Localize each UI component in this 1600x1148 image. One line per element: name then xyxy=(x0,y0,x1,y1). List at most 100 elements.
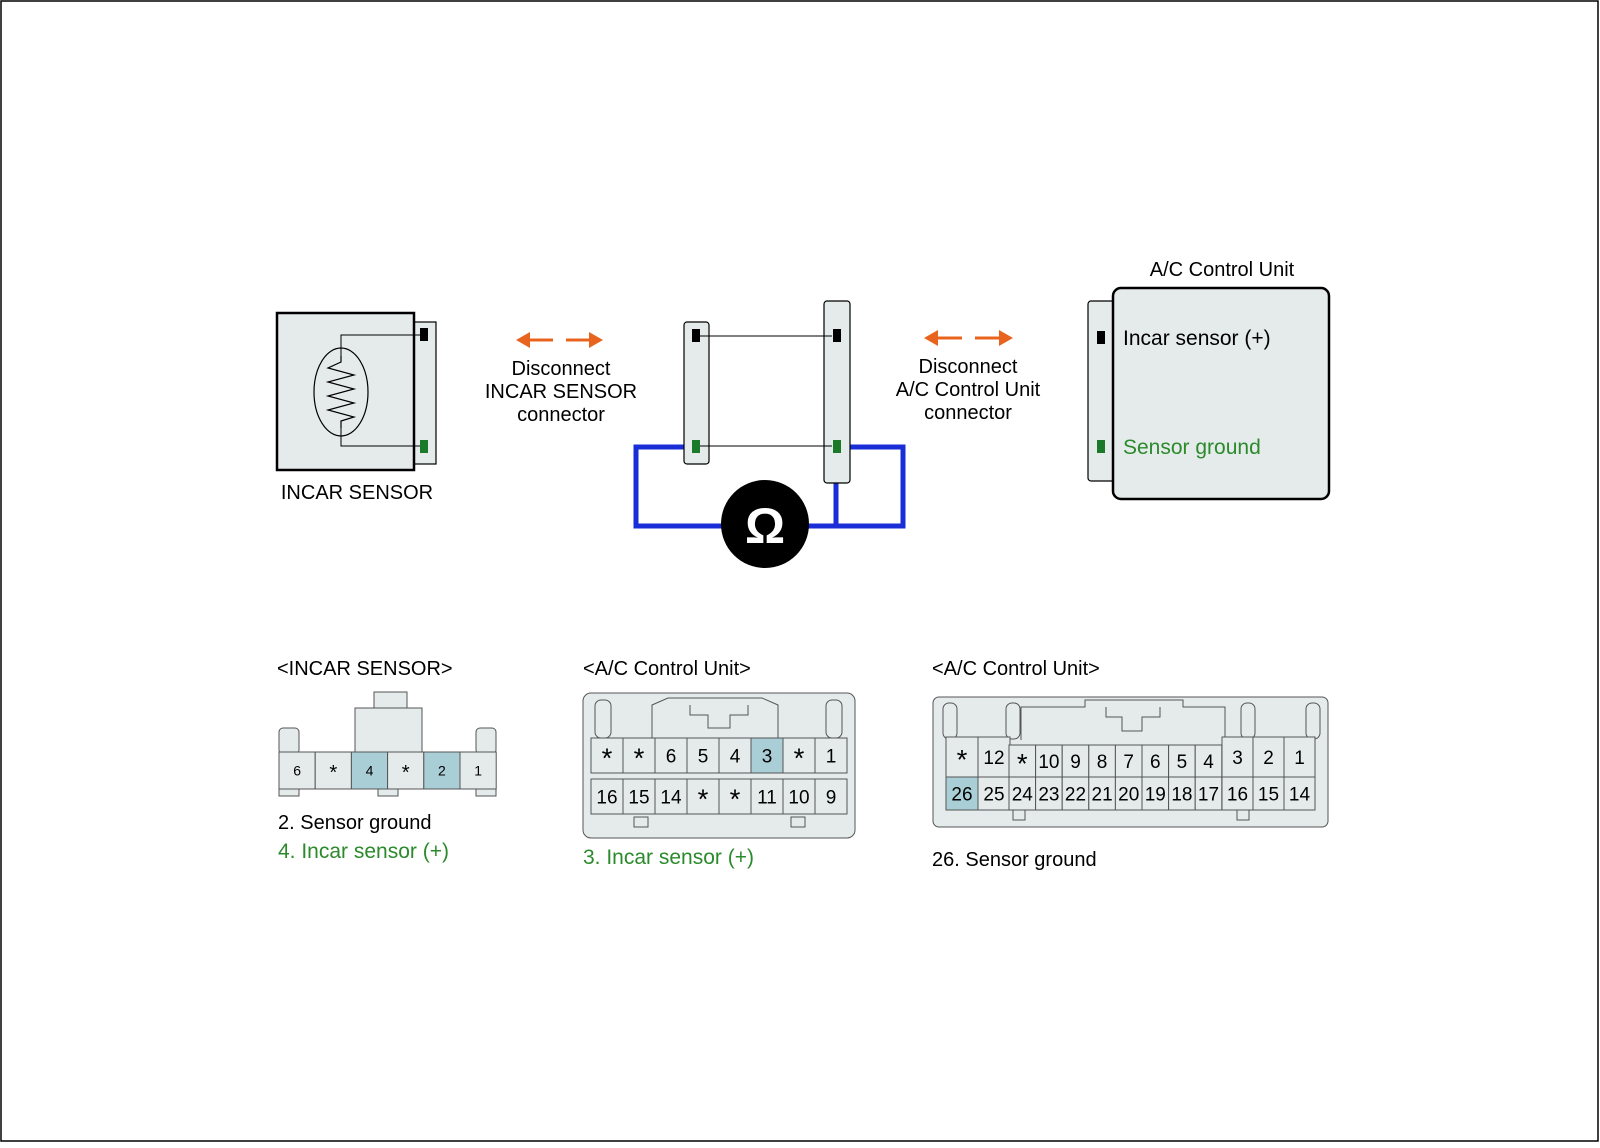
connector-top-block xyxy=(354,707,423,755)
pin-cell xyxy=(977,776,1011,811)
acu-pin-positive-label: Incar sensor (+) xyxy=(1123,327,1271,350)
acu-large-connector-title: <A/C Control Unit> xyxy=(932,658,1100,680)
pin-cell xyxy=(1194,744,1223,778)
ohm-symbol: Ω xyxy=(745,498,785,554)
pin-cell xyxy=(1252,736,1285,778)
housing-foot xyxy=(1012,809,1026,821)
pin-number: 1 xyxy=(826,746,837,767)
pin-number: 15 xyxy=(628,787,649,808)
pin-cell xyxy=(686,737,720,774)
housing-key xyxy=(1020,699,1226,740)
pin-cell xyxy=(945,736,979,778)
disconnect-acu-arrows xyxy=(924,330,1013,346)
pin-number: 4 xyxy=(366,763,374,779)
connector-left-latch xyxy=(278,727,300,755)
housing-slot xyxy=(1305,702,1321,740)
pin-cell xyxy=(782,737,816,774)
pin-number: 5 xyxy=(1177,752,1188,773)
housing-slot xyxy=(1005,702,1021,740)
harness-right-pin-green xyxy=(833,440,841,453)
pin-cell xyxy=(718,737,752,774)
housing-slot xyxy=(942,702,958,740)
pin-number: 19 xyxy=(1145,784,1166,805)
pin-number: 25 xyxy=(983,784,1004,805)
pin-number: 7 xyxy=(1123,752,1134,773)
disconnect-acu-line2: A/C Control Unit xyxy=(896,379,1041,401)
incar-note-ground: 2. Sensor ground xyxy=(278,812,431,834)
pin-number: 17 xyxy=(1198,784,1219,805)
pin-number: 6 xyxy=(293,763,301,779)
pin-cell xyxy=(814,778,848,815)
pin-cell xyxy=(1252,776,1285,811)
pin-number: * xyxy=(698,783,709,814)
resistor-zigzag-icon xyxy=(325,356,357,428)
connector-right-latch xyxy=(475,727,497,755)
connector-top-tab xyxy=(373,691,408,711)
housing-key xyxy=(651,697,779,738)
disconnect-acu-line3: connector xyxy=(924,402,1012,424)
acu-unit: A/C Control Unit Incar sensor (+) Sensor… xyxy=(1087,259,1331,501)
pin-number: * xyxy=(329,762,337,784)
pin-cell xyxy=(387,751,425,790)
pin-cell xyxy=(622,737,656,774)
pin-number: * xyxy=(402,762,410,784)
disconnect-sensor-line1: Disconnect xyxy=(512,358,611,380)
acu-title: A/C Control Unit xyxy=(1150,259,1295,281)
pin-number: 21 xyxy=(1092,784,1113,805)
pin-number: * xyxy=(634,742,645,773)
incar-pin-green xyxy=(420,440,428,453)
incar-connector-title: <INCAR SENSOR> xyxy=(277,658,453,680)
disconnect-acu-line1: Disconnect xyxy=(919,356,1018,378)
pin-cell xyxy=(590,737,624,774)
pin-number: 20 xyxy=(1118,784,1139,805)
pin-number: 6 xyxy=(666,746,677,767)
disconnect-sensor-line2: INCAR SENSOR xyxy=(485,381,637,403)
incar-sensor-unit: INCAR SENSOR xyxy=(275,311,437,504)
pin-cell xyxy=(1114,744,1143,778)
housing-key-notch xyxy=(1105,707,1161,732)
arrow-left-icon xyxy=(516,332,530,348)
pin-number: 24 xyxy=(1012,784,1034,805)
pin-cell xyxy=(945,776,979,811)
ohmmeter-icon xyxy=(721,480,809,568)
acu-body xyxy=(1111,286,1331,501)
pin-number: 11 xyxy=(757,787,777,808)
pin-number: 3 xyxy=(762,746,773,767)
housing-key-notch xyxy=(689,705,749,729)
pin-cell xyxy=(750,778,784,815)
acu-pin-green xyxy=(1097,440,1105,453)
pin-cell xyxy=(622,778,656,815)
pin-cell xyxy=(1035,776,1063,811)
housing-foot xyxy=(1236,809,1250,821)
pin-cell xyxy=(654,737,688,774)
arrow-right-icon xyxy=(589,332,603,348)
pin-number: 14 xyxy=(660,787,682,808)
pin-number: 1 xyxy=(474,763,482,779)
pin-cell xyxy=(814,737,848,774)
pin-number: 9 xyxy=(826,787,837,808)
acu-pin-ground-label: Sensor ground xyxy=(1123,436,1261,459)
acu-small-note: 3. Incar sensor (+) xyxy=(583,846,754,869)
acu-small-connector-title: <A/C Control Unit> xyxy=(583,658,751,680)
pin-number: 9 xyxy=(1070,752,1081,773)
pin-number: 10 xyxy=(788,787,809,808)
incar-note-positive: 4. Incar sensor (+) xyxy=(278,840,449,863)
acu-large-note: 26. Sensor ground xyxy=(932,849,1097,871)
pin-number: 4 xyxy=(730,746,741,767)
meter-lead-left xyxy=(633,444,839,529)
pin-number: 15 xyxy=(1258,784,1279,805)
arrow-right-icon xyxy=(999,330,1013,346)
pin-number: 16 xyxy=(596,787,617,808)
pin-number: 8 xyxy=(1097,752,1108,773)
sensor-wire-bottom xyxy=(340,428,420,447)
pin-cell xyxy=(1035,744,1063,778)
pin-number: 22 xyxy=(1065,784,1086,805)
pin-cell xyxy=(718,778,752,815)
pin-number: 3 xyxy=(1232,748,1243,769)
